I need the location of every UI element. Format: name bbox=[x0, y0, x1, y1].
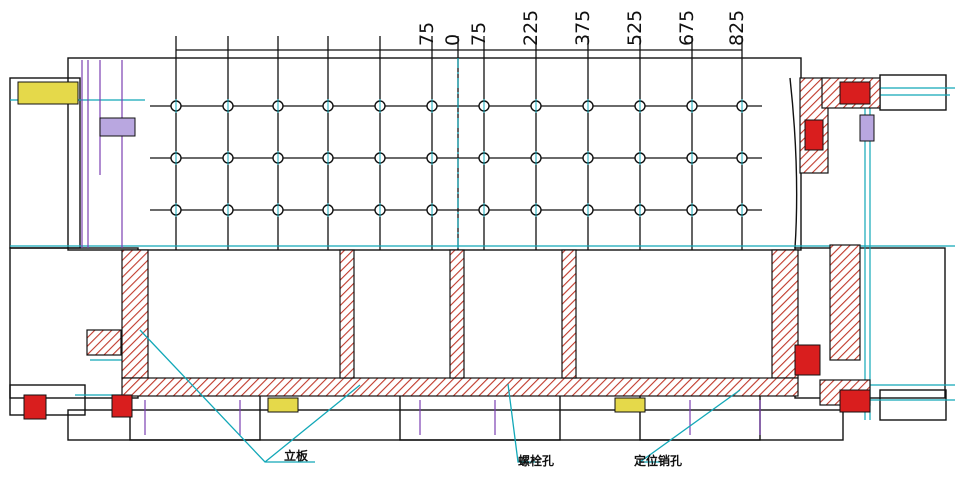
leader-lines bbox=[139, 329, 741, 463]
red-components bbox=[23, 81, 871, 420]
dimension-label: 0 bbox=[442, 34, 464, 46]
yellow-rollers bbox=[17, 81, 646, 413]
dimension-label-group: 75 0 75 225 375 525 675 825 bbox=[416, 10, 748, 46]
dimension-label: 675 bbox=[676, 10, 698, 46]
hole-rows bbox=[150, 105, 762, 211]
dimension-label: 825 bbox=[726, 10, 748, 46]
hole-grid bbox=[170, 99, 748, 217]
dimension-lines bbox=[175, 36, 743, 250]
center-shaft bbox=[99, 114, 875, 142]
dimension-label: 75 bbox=[468, 22, 490, 46]
vertical-plate-label: 立板 bbox=[284, 448, 309, 463]
dimension-label: 75 bbox=[416, 22, 438, 46]
dimension-label: 375 bbox=[572, 10, 594, 46]
dimension-label: 525 bbox=[624, 10, 646, 46]
bolt-hole-label: 螺栓孔 bbox=[518, 453, 554, 468]
dimension-label: 225 bbox=[520, 10, 542, 46]
locating-pin-hole-label: 定位销孔 bbox=[634, 453, 682, 468]
